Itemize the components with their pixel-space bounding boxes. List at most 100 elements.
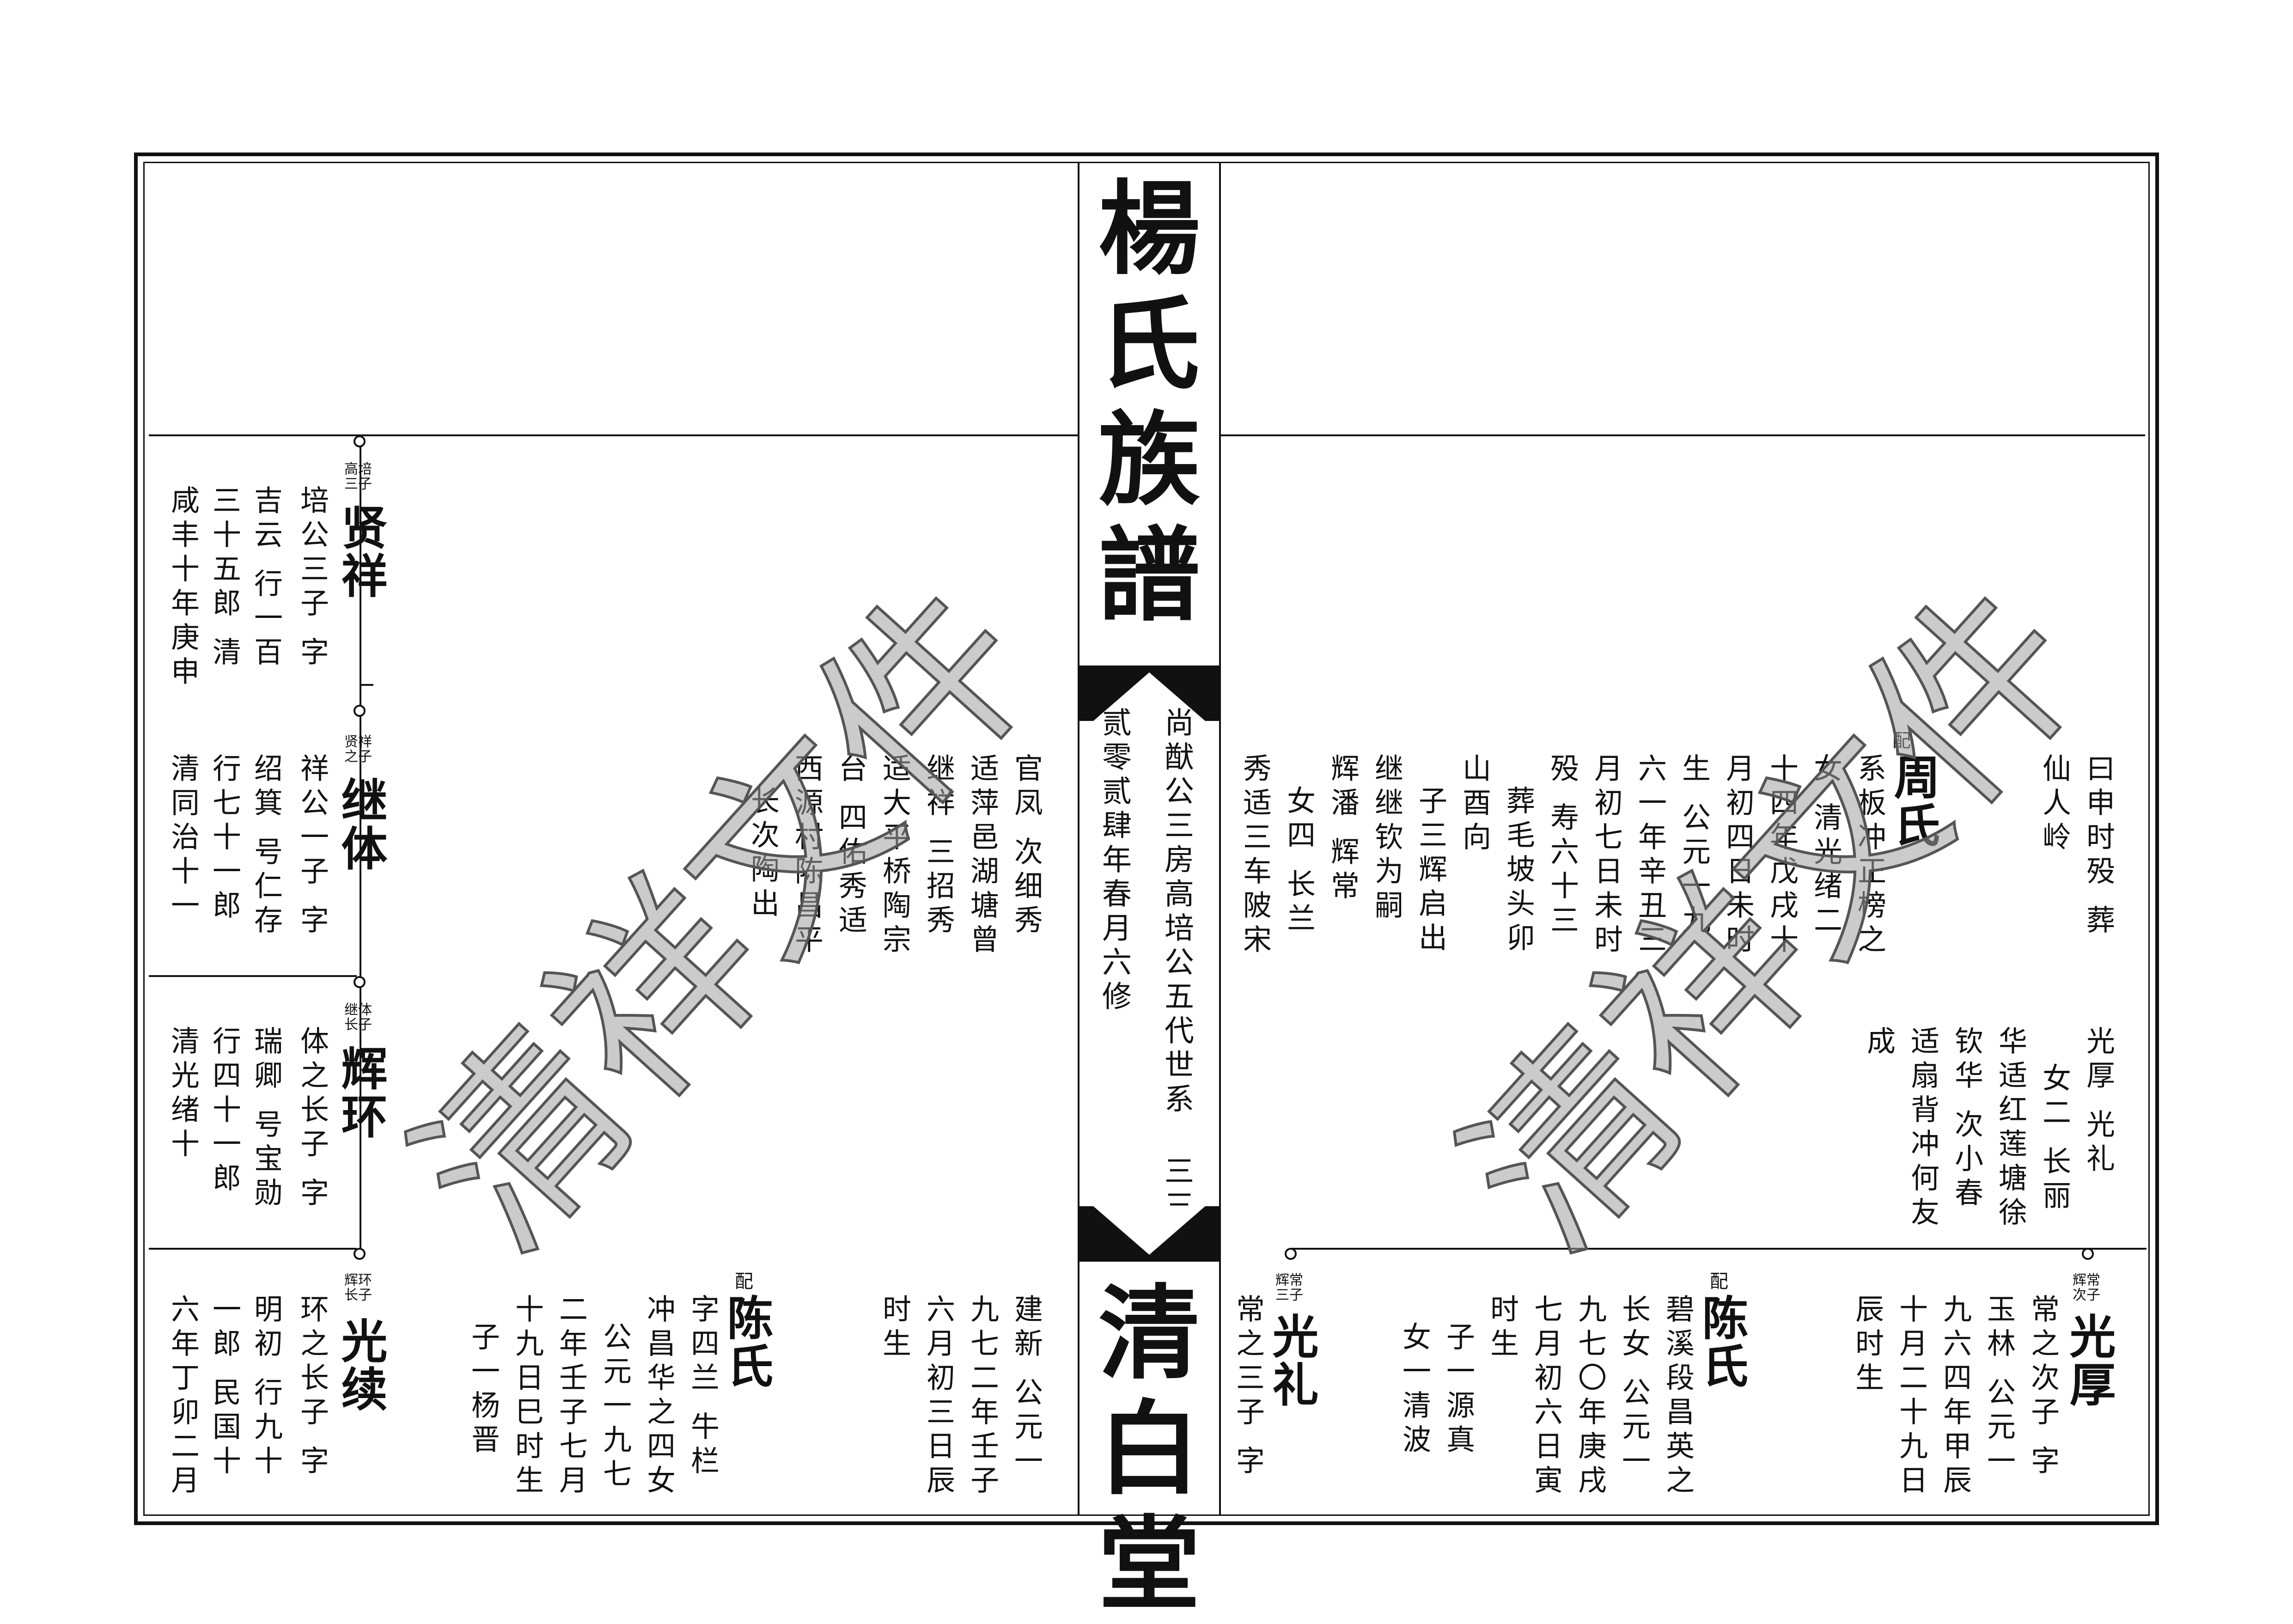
- name-jiti: 继体: [333, 776, 388, 873]
- text-col: 殁 寿六十三: [1545, 753, 1579, 939]
- guanghou-sub: 辉常 次子: [2073, 1273, 2100, 1303]
- text-col: 三十五郎 清: [207, 485, 241, 671]
- text-col: 九六四年甲辰: [1938, 1294, 1972, 1499]
- text-col: 明初 行九十: [249, 1294, 283, 1480]
- text-col: 时生: [1485, 1294, 1519, 1362]
- text-col: 行七十一郎: [207, 753, 241, 924]
- text-col: 九七〇年庚戌: [1573, 1294, 1607, 1499]
- text-col: 常之次子 字: [2026, 1294, 2060, 1480]
- text-col: 山酉向: [1458, 753, 1491, 856]
- text-col: 瑞卿 号宝勋: [249, 1026, 283, 1212]
- text-col: 一郎 民国十: [207, 1294, 241, 1480]
- node-guangli: [1285, 1248, 1297, 1260]
- sub-line: 继体: [344, 1002, 372, 1018]
- text-col: 长女 公元一: [1617, 1294, 1651, 1480]
- text-col: 公元一九七: [598, 1322, 632, 1493]
- text-col: 女二 长丽: [2037, 1063, 2071, 1215]
- text-col: 碧溪段昌英之: [1661, 1294, 1695, 1499]
- text-col: 辰时生: [1850, 1294, 1884, 1397]
- sub-line: 辉常: [2073, 1272, 2100, 1288]
- series-line: 尚猷公三房高培公五代世系: [1159, 707, 1194, 1117]
- title-char: 氏: [1098, 284, 1200, 404]
- book-title: 楊 氏 族 譜: [1079, 171, 1219, 633]
- text-col: 九七二年壬子: [965, 1294, 999, 1499]
- fishtail-band-top: [1079, 665, 1219, 721]
- inner-frame: [143, 162, 2150, 1516]
- sub-line: 高培: [344, 461, 372, 477]
- pei-label: 配: [1892, 730, 1911, 751]
- text-col: 适萍邑湖塘曾: [965, 753, 999, 959]
- fishtail-band-bottom: [1079, 1206, 1219, 1262]
- text-col: 曰申时殁 葬: [2081, 753, 2115, 939]
- hall-char: 堂: [1098, 1504, 1200, 1624]
- text-col: 时生: [878, 1294, 911, 1362]
- text-col: 体之长子 字: [295, 1026, 329, 1212]
- text-col: 月初四日未时: [1721, 753, 1755, 959]
- text-col: 继继钦为嗣: [1370, 753, 1403, 924]
- fishtail-notch: [1093, 672, 1205, 721]
- text-col: 女 清光绪二: [1809, 753, 1842, 939]
- text-col: 长次陶出: [746, 786, 780, 922]
- left-top-rule: [149, 434, 1078, 436]
- pei-label: 配: [1710, 1271, 1728, 1292]
- node-huihuan: [354, 976, 366, 988]
- left-gen-rule-2: [149, 1248, 357, 1250]
- text-col: 字四兰 牛栏: [686, 1294, 720, 1480]
- right-top-rule: [1221, 434, 2145, 436]
- text-col: 吉云 行一百: [249, 485, 283, 671]
- hall-char: 清: [1098, 1273, 1200, 1393]
- text-col: 冲昌华之四女: [642, 1294, 676, 1499]
- sub-line: 辉环: [344, 1272, 372, 1288]
- spine: 楊 氏 族 譜 尚猷公三房高培公五代世系 三三 贰零贰肆年春月六修 清 白 堂: [1078, 162, 1221, 1622]
- name-xianxiang: 贤祥: [333, 504, 388, 600]
- right-gen-rule: [1292, 1248, 2147, 1250]
- fishtail-notch: [1093, 1206, 1205, 1255]
- text-col: 系板冲正榜之: [1853, 753, 1886, 959]
- sub-line: 三子: [1275, 1287, 1303, 1303]
- text-col: 西源村陈昌平: [790, 753, 823, 959]
- text-col: 二年壬子七月: [554, 1294, 588, 1499]
- text-col: 祥公一子 字: [295, 753, 329, 939]
- jiti-sub: 贤祥 之子: [344, 735, 372, 764]
- text-col: 生 公元一九: [1677, 753, 1711, 939]
- text-col: 适扇背冲何友: [1906, 1026, 1939, 1231]
- text-col: 仙人岭: [2037, 753, 2071, 856]
- guangli-sub: 辉常 三子: [1275, 1273, 1303, 1303]
- text-col: 绍箕 号仁存: [249, 753, 283, 939]
- text-col: 建新 公元一: [1009, 1294, 1043, 1480]
- outer-frame: [134, 153, 2159, 1525]
- name-huihuan: 辉环: [333, 1044, 388, 1141]
- text-col: 六一年辛丑三: [1633, 753, 1667, 959]
- text-col: 十九日巳时生: [510, 1294, 544, 1499]
- node-guangxu: [354, 1248, 366, 1260]
- text-col: 月初七日未时: [1589, 753, 1623, 959]
- tick: [360, 684, 373, 686]
- name-chen-1: 陈氏: [719, 1294, 774, 1390]
- pei-label: 配: [735, 1271, 753, 1292]
- guangxu-sub: 辉环 长子: [344, 1273, 372, 1303]
- sub-line: 次子: [2073, 1287, 2100, 1303]
- xianxiang-sub: 高培 三子: [344, 462, 372, 492]
- name-guangli: 光礼: [1264, 1313, 1319, 1409]
- text-col: 子一杨晋: [466, 1322, 500, 1459]
- text-col: 光厚 光礼: [2081, 1026, 2115, 1178]
- text-col: 辉潘 辉常: [1326, 753, 1360, 905]
- text-col: 成: [1862, 1026, 1896, 1060]
- text-col: 常之三子 字: [1231, 1294, 1265, 1480]
- text-col: 清光绪十: [166, 1026, 200, 1163]
- revision-line: 贰零贰肆年春月六修: [1097, 707, 1131, 1015]
- text-col: 子一源真: [1441, 1322, 1475, 1459]
- name-chen-2: 陈氏: [1694, 1294, 1749, 1390]
- name-guanghou: 光厚: [2061, 1313, 2116, 1409]
- sub-line: 辉常: [1275, 1272, 1303, 1288]
- text-col: 环之长子 字: [295, 1294, 329, 1480]
- node-xianxiang: [354, 435, 366, 447]
- text-col: 六年丁卯二月: [166, 1294, 200, 1499]
- hall-char: 白: [1098, 1389, 1200, 1508]
- hall-name: 清 白 堂: [1079, 1276, 1219, 1622]
- text-col: 女四 长兰: [1282, 786, 1316, 937]
- text-col: 女一清波: [1397, 1322, 1431, 1459]
- sub-line: 贤祥: [344, 734, 372, 750]
- title-char: 譜: [1098, 515, 1200, 635]
- text-col: 秀适三车陂宋: [1238, 753, 1272, 959]
